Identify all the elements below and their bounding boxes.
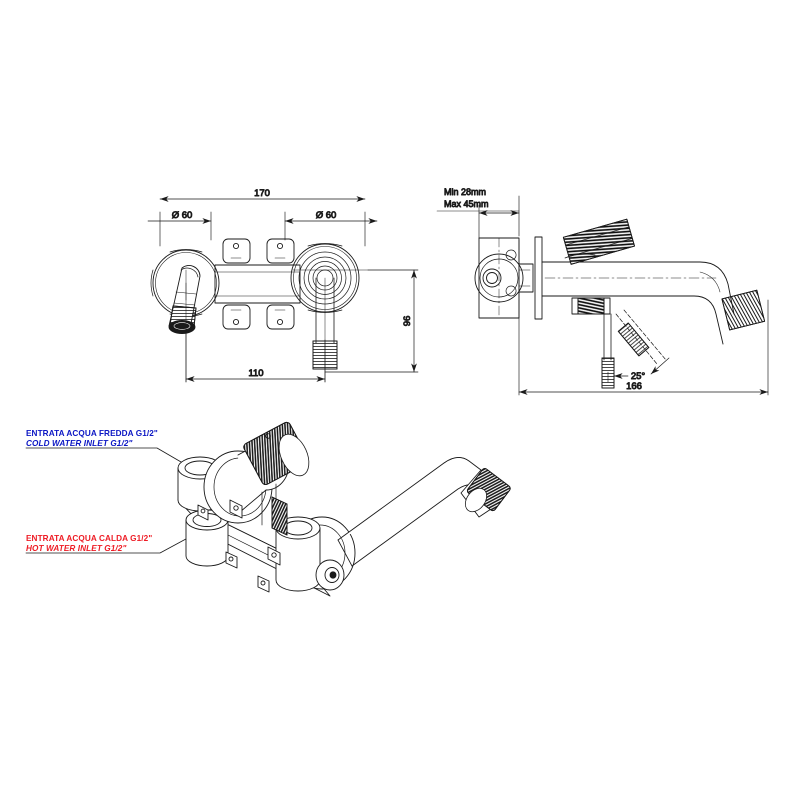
dimension-spout-offset: 110 — [185, 368, 326, 382]
side-lever-handle — [562, 218, 635, 265]
side-wall-body — [474, 237, 534, 319]
hot-water-inlet-label-it: ENTRATA ACQUA CALDA G1/2" — [26, 534, 152, 543]
dimension-left-flange-diameter: Ø 60 — [147, 210, 212, 224]
dimension-spout-offset-label: 110 — [248, 368, 263, 379]
hot-water-inlet-label-en: HOT WATER INLET G1/2" — [26, 544, 126, 553]
dimension-wall-thickness-max-label: Max 45mm — [444, 199, 489, 209]
bracket-top-right — [266, 238, 295, 264]
side-swivel-collar — [571, 297, 611, 315]
dimension-overall-projection: 166 — [518, 381, 769, 395]
side-spout-arm — [541, 261, 766, 345]
cold-water-inlet-label-it: ENTRATA ACQUA FREDDA G1/2" — [26, 429, 158, 438]
isometric-mounting-brackets — [197, 499, 281, 593]
bracket-bottom-left — [222, 304, 251, 330]
isometric-spout-arm — [337, 457, 511, 567]
dimension-right-flange-diameter: Ø 60 — [284, 210, 378, 224]
front-mounting-brackets — [222, 238, 295, 330]
bracket-bottom-right — [266, 304, 295, 330]
dimension-wall-thickness-min-label: Min 28mm — [444, 187, 486, 197]
front-extension-lines — [159, 211, 419, 383]
side-handle-swing: 25° — [601, 309, 670, 389]
cold-water-inlet-label-en: COLD WATER INLET G1/2" — [26, 439, 132, 448]
dimension-overall-width: 170 — [159, 188, 366, 202]
front-right-flange-assembly — [290, 243, 369, 383]
isometric-cartridge-block — [261, 483, 288, 536]
dimension-overall-width-label: 170 — [254, 188, 270, 199]
dimension-overall-projection-label: 166 — [626, 381, 642, 392]
isometric-lower-valve — [275, 516, 356, 592]
front-elevation-view: 170 Ø 60 Ø 60 96 110 — [147, 188, 419, 383]
side-elevation-view: Min 28mm Max 45mm 166 — [436, 187, 769, 396]
bracket-top-left — [222, 238, 251, 264]
dimension-overall-height-label: 96 — [402, 316, 413, 327]
dimension-right-flange-diameter-label: Ø 60 — [316, 210, 337, 221]
dimension-overall-height: 96 — [402, 269, 417, 373]
front-left-flange-assembly — [150, 249, 220, 383]
isometric-perspective-view — [25, 421, 511, 597]
dimension-handle-swing-angle-label: 25° — [631, 371, 646, 382]
side-flange-plate — [534, 236, 543, 320]
front-center-body — [214, 264, 301, 304]
dimension-left-flange-diameter-label: Ø 60 — [172, 210, 193, 221]
isometric-callout-labels: ENTRATA ACQUA FREDDA G1/2" COLD WATER IN… — [26, 429, 158, 553]
isometric-upper-valve — [203, 421, 310, 524]
dimension-wall-thickness: Min 28mm Max 45mm — [436, 187, 520, 216]
